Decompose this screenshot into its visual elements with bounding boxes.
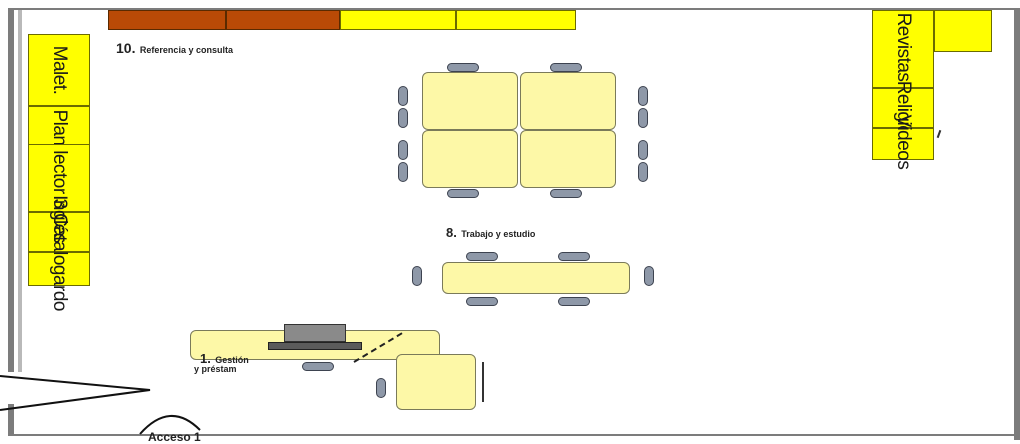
- zone-number: 10.: [116, 40, 136, 56]
- left-shelf-divider: [28, 144, 90, 145]
- door-arc: [139, 414, 201, 435]
- chair: [638, 162, 648, 182]
- shelf-cell: [28, 252, 90, 286]
- shelf-cell: Plan lector 3: [28, 106, 90, 212]
- chair: [466, 252, 498, 261]
- service-desk-return: [396, 354, 476, 410]
- computer-monitor: [284, 324, 346, 342]
- shelf-cell: Religió: [872, 81, 934, 135]
- top-shelf-segment: [456, 10, 576, 30]
- chair: [466, 297, 498, 306]
- door-swing: [0, 375, 151, 411]
- top-shelf: [108, 10, 576, 30]
- zone-text: Trabajo y estudio: [461, 229, 536, 239]
- chair: [638, 86, 648, 106]
- reading-table: [520, 130, 616, 188]
- left-wall-inner: [18, 10, 22, 372]
- chair: [447, 63, 479, 72]
- chair: [398, 108, 408, 128]
- shelf-label-revistas: Revistas: [893, 13, 914, 82]
- chair: [558, 297, 590, 306]
- top-shelf-segment: [226, 10, 340, 30]
- top-shelf-segment: [108, 10, 226, 30]
- top-shelf-segment: [340, 10, 456, 30]
- chair: [398, 86, 408, 106]
- desk-edge: [482, 362, 484, 402]
- zone-number: 1.: [200, 351, 211, 366]
- desk-dashed-line: [353, 331, 405, 363]
- zone-text: Referencia y consulta: [139, 45, 233, 55]
- shelf-label-malet: Malet.: [49, 45, 70, 95]
- chair: [550, 63, 582, 72]
- right-wall: [1014, 8, 1020, 440]
- shelf-cell: Inglés: [28, 195, 90, 252]
- entrance-door: [0, 375, 201, 435]
- chair: [638, 140, 648, 160]
- chair: [558, 252, 590, 261]
- shelf-cell: Malet.: [28, 34, 90, 106]
- zone-referencia-label: 10. Referencia y consulta: [116, 40, 233, 58]
- bottom-wall: [8, 434, 1020, 436]
- chair: [398, 140, 408, 160]
- chair: [376, 378, 386, 398]
- left-wall-lower: [8, 404, 14, 436]
- zone-trabajo-label: 8. Trabajo y estudio: [446, 224, 535, 242]
- shelf-label-videos: Videos: [893, 114, 914, 170]
- reading-table: [520, 72, 616, 130]
- shelf-cell: [934, 10, 992, 52]
- chair: [412, 266, 422, 286]
- dashed-line: [353, 331, 405, 363]
- chair: [550, 189, 582, 198]
- chair: [638, 108, 648, 128]
- shelf-label-plan-lector: Plan lector 3: [49, 109, 70, 209]
- chair: [302, 362, 334, 371]
- right-shelf: Revistas Religió Videos: [872, 10, 992, 169]
- reading-table: [422, 72, 518, 130]
- zone-number: 8.: [446, 225, 457, 240]
- chair: [644, 266, 654, 286]
- shelf-cell: Revistas: [872, 10, 934, 88]
- zone-text: Gestión: [215, 355, 249, 365]
- chair: [447, 189, 479, 198]
- left-wall: [8, 10, 14, 372]
- shelf-tick: [936, 129, 942, 139]
- computer-keyboard: [268, 342, 362, 350]
- zone-gestion-line2: y préstam: [194, 364, 237, 374]
- chair: [398, 162, 408, 182]
- shelf-cell: [872, 128, 934, 160]
- reading-table: [422, 130, 518, 188]
- top-wall: [8, 8, 1020, 10]
- zone-gestion-label: 1. Gestión: [200, 350, 249, 368]
- shelf-label-catalogardo: Catalogardo: [49, 212, 70, 312]
- access-label: Acceso 1: [148, 430, 201, 444]
- study-table: [442, 262, 630, 294]
- left-shelf: Malet. Plan lector 3 Inglés Catalogardo: [28, 34, 90, 311]
